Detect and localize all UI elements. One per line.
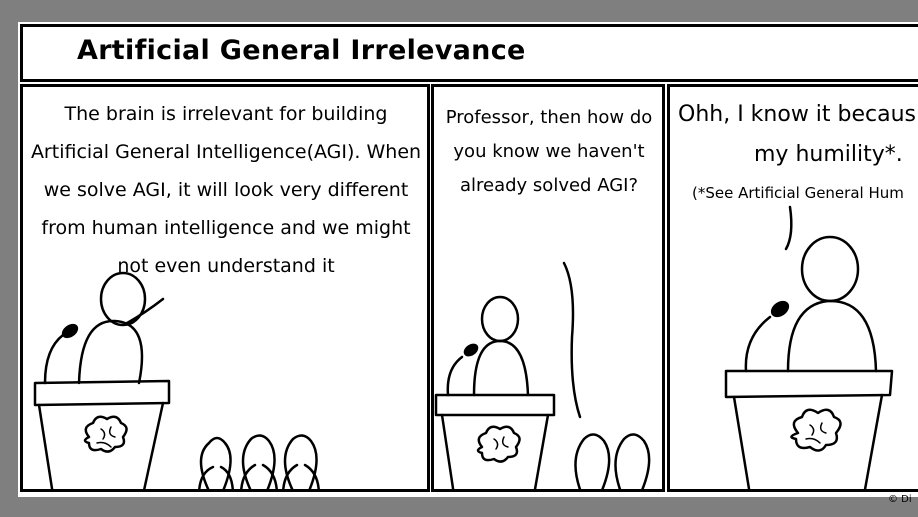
brain-logo-icon [790, 408, 842, 452]
lectern-top [724, 369, 894, 399]
panel-2: Professor, then how do you know we haven… [431, 84, 665, 492]
lectern-top [434, 393, 556, 417]
panel-3-speech: Ohh, I know it becaus my humility*. [678, 95, 918, 175]
panel-3-speech-line-1: Ohh, I know it becaus [678, 102, 917, 127]
microphone-stand [43, 333, 65, 385]
panel-2-speech: Professor, then how do you know we haven… [445, 107, 653, 196]
speech-pointer [562, 261, 582, 419]
audience-member [574, 433, 611, 489]
panel-1: The brain is irrelevant for building Art… [20, 84, 430, 492]
microphone-stand [446, 355, 464, 397]
audience-member [283, 434, 318, 489]
microphone-icon [463, 343, 479, 357]
speaker-body [786, 299, 878, 373]
audience-member [241, 434, 276, 489]
comic-title: Artificial General Irrelevance [77, 35, 526, 66]
speaker-body [472, 339, 530, 397]
lectern-body [732, 393, 884, 489]
lectern-body [440, 413, 550, 489]
audience-member [614, 433, 651, 489]
speech-pointer [784, 205, 793, 251]
microphone-icon [61, 323, 79, 339]
speaker-body [77, 319, 144, 385]
lectern-top [33, 379, 171, 407]
speaker-head [480, 295, 520, 343]
title-bar: Artificial General Irrelevance [20, 24, 918, 82]
panel-1-speech: The brain is irrelevant for building Art… [30, 103, 422, 277]
microphone-stand [744, 315, 772, 373]
lectern-body [37, 401, 165, 489]
panel-3-footnote: (*See Artificial General Hum [692, 184, 904, 202]
speaker-head [800, 235, 860, 303]
brain-logo-icon [476, 425, 521, 463]
brain-logo-icon [83, 415, 128, 453]
panel-3-speech-line-2: my humility*. [754, 142, 903, 167]
panel-2-drawing [434, 261, 651, 489]
panel-3: Ohh, I know it becaus my humility*. (*Se… [667, 84, 918, 492]
speaker-head [99, 271, 147, 327]
audience-member [199, 436, 232, 489]
microphone-icon [770, 300, 790, 318]
panel-1-drawing [33, 271, 320, 489]
speaker-arm [125, 297, 165, 325]
copyright-notice: © Di [888, 494, 912, 505]
panel-3-drawing [724, 205, 894, 489]
